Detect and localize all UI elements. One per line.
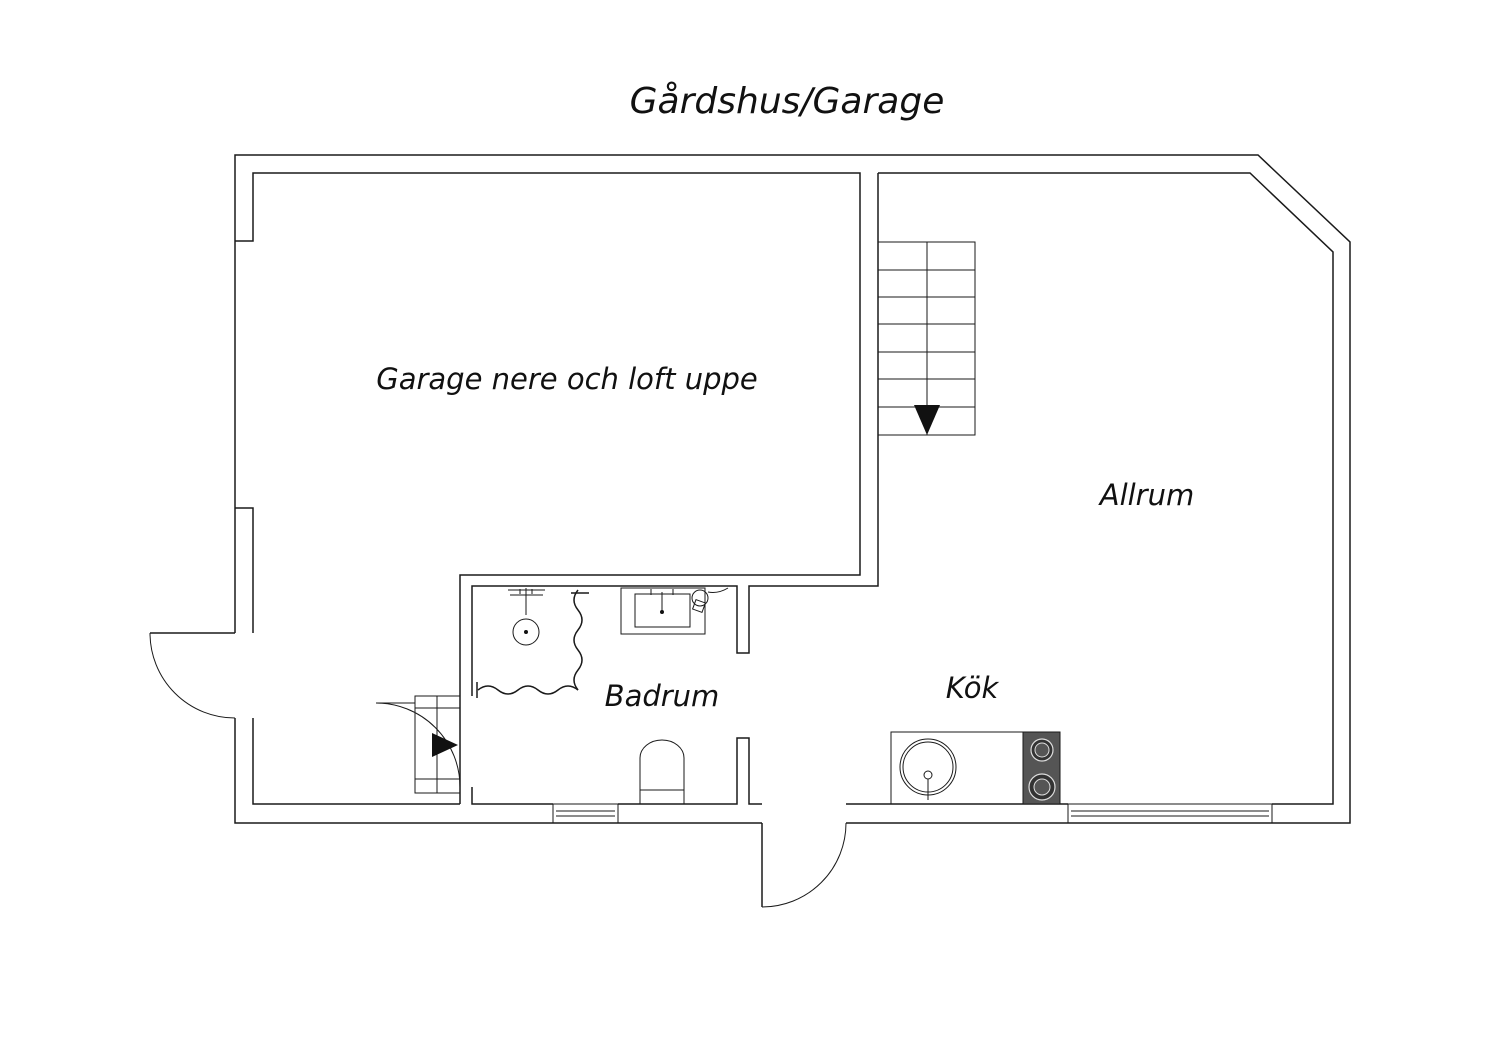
direction-arrow-icon: [432, 733, 458, 757]
room-label-garage: Garage nere och loft uppe: [376, 362, 758, 396]
window-icon: [552, 803, 619, 824]
room-label-kok: Kök: [946, 671, 1000, 705]
plan-title: Gårdshus/Garage: [630, 81, 945, 122]
staircase-icon: [877, 241, 976, 436]
shower-icon: [476, 588, 589, 698]
room-label-allrum: Allrum: [1098, 478, 1195, 512]
window-icon: [1067, 803, 1273, 824]
room-label-badrum: Badrum: [605, 679, 720, 713]
sink-icon: [620, 587, 729, 635]
door-swing-icon: [761, 822, 847, 908]
direction-arrow-icon: [914, 405, 940, 435]
door-swing-icon: [149, 632, 236, 719]
stove-icon: [1022, 731, 1061, 805]
toilet-icon: [639, 739, 685, 805]
door-swing-icon: [375, 695, 461, 794]
